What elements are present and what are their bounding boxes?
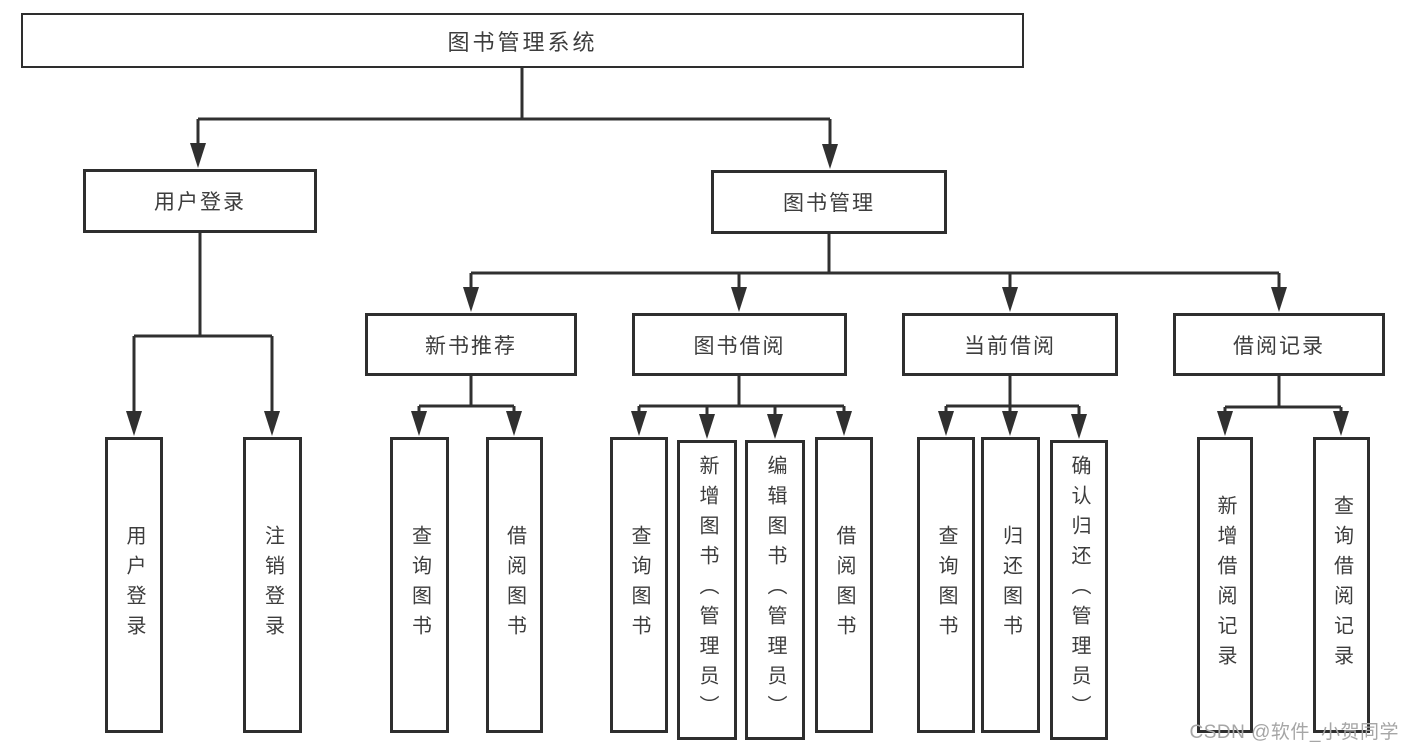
node-label: 查询图书 [628, 525, 650, 645]
arrowhead-icon [411, 411, 427, 436]
node-label: 借阅图书 [503, 525, 526, 645]
node-leaf-borrow-books-1: 借阅图书 [486, 437, 543, 733]
node-label: 图书借阅 [693, 334, 786, 358]
edge-user-login-split [132, 233, 274, 415]
node-leaf-add-borrow-record: 新增借阅记录 [1197, 437, 1253, 733]
node-label: 用户登录 [154, 191, 246, 214]
node-leaf-query-books-3: 查询图书 [917, 437, 975, 733]
arrowhead-icon [822, 144, 838, 169]
node-label: 新增图书（管理员） [696, 455, 718, 725]
arrowhead-icon [699, 414, 715, 439]
arrowhead-icon [1217, 411, 1233, 436]
node-leaf-add-books-admin: 新增图书（管理员） [677, 440, 737, 740]
node-label: 借阅记录 [1233, 334, 1325, 358]
node-label: 查询借阅记录 [1330, 495, 1353, 675]
node-borrowing-records: 借阅记录 [1173, 313, 1385, 376]
arrowhead-icon [1002, 411, 1018, 436]
node-book-management: 图书管理 [711, 170, 947, 234]
edge-new-book-recommend-split [417, 376, 516, 415]
node-leaf-confirm-return-admin: 确认归还（管理员） [1050, 440, 1108, 740]
node-label: 注销登录 [261, 525, 284, 645]
node-label: 查询图书 [408, 525, 431, 645]
edge-root-split [196, 68, 832, 148]
arrowhead-icon [631, 411, 647, 436]
arrowhead-icon [836, 411, 852, 436]
node-leaf-query-books-2: 查询图书 [610, 437, 668, 733]
node-leaf-logout: 注销登录 [243, 437, 302, 733]
arrowhead-icon [938, 411, 954, 436]
node-leaf-query-books-1: 查询图书 [390, 437, 449, 733]
node-label: 图书管理 [783, 192, 875, 215]
node-current-borrowing: 当前借阅 [902, 313, 1118, 376]
arrowhead-icon [463, 287, 479, 312]
node-book-borrowing: 图书借阅 [632, 313, 847, 376]
node-new-book-recommend: 新书推荐 [365, 313, 577, 376]
watermark-text: CSDN @软件_小贺同学 [1189, 722, 1399, 743]
arrowhead-icon [126, 411, 142, 436]
node-label: 图书管理系统 [447, 29, 598, 55]
arrowhead-icon [264, 411, 280, 436]
arrowhead-icon [1071, 414, 1087, 439]
node-leaf-user-login: 用户登录 [105, 437, 163, 733]
node-label: 查询图书 [935, 525, 957, 645]
arrowhead-icon [731, 287, 747, 312]
node-root-library-system: 图书管理系统 [21, 13, 1024, 68]
edge-book-management-split [469, 234, 1281, 291]
node-label: 归还图书 [999, 525, 1022, 645]
node-label: 用户登录 [123, 525, 145, 645]
node-label: 新书推荐 [425, 334, 517, 358]
edge-book-borrowing-split [637, 376, 846, 418]
node-label: 编辑图书（管理员） [764, 455, 786, 725]
arrowhead-icon [767, 414, 783, 439]
node-user-login: 用户登录 [83, 169, 317, 233]
node-leaf-borrow-books-2: 借阅图书 [815, 437, 873, 733]
node-leaf-query-borrow-record: 查询借阅记录 [1313, 437, 1370, 733]
edge-current-borrowing-split [944, 376, 1081, 418]
arrowhead-icon [506, 411, 522, 436]
node-label: 当前借阅 [964, 334, 1056, 358]
node-label: 新增借阅记录 [1214, 495, 1236, 675]
arrowhead-icon [1271, 287, 1287, 312]
edge-borrowing-records-split [1223, 376, 1343, 415]
arrowhead-icon [1333, 411, 1349, 436]
node-label: 确认归还（管理员） [1068, 455, 1090, 725]
arrowhead-icon [190, 143, 206, 168]
node-leaf-edit-books-admin: 编辑图书（管理员） [745, 440, 805, 740]
node-label: 借阅图书 [833, 525, 855, 645]
arrowhead-icon [1002, 287, 1018, 312]
node-leaf-return-books: 归还图书 [981, 437, 1040, 733]
